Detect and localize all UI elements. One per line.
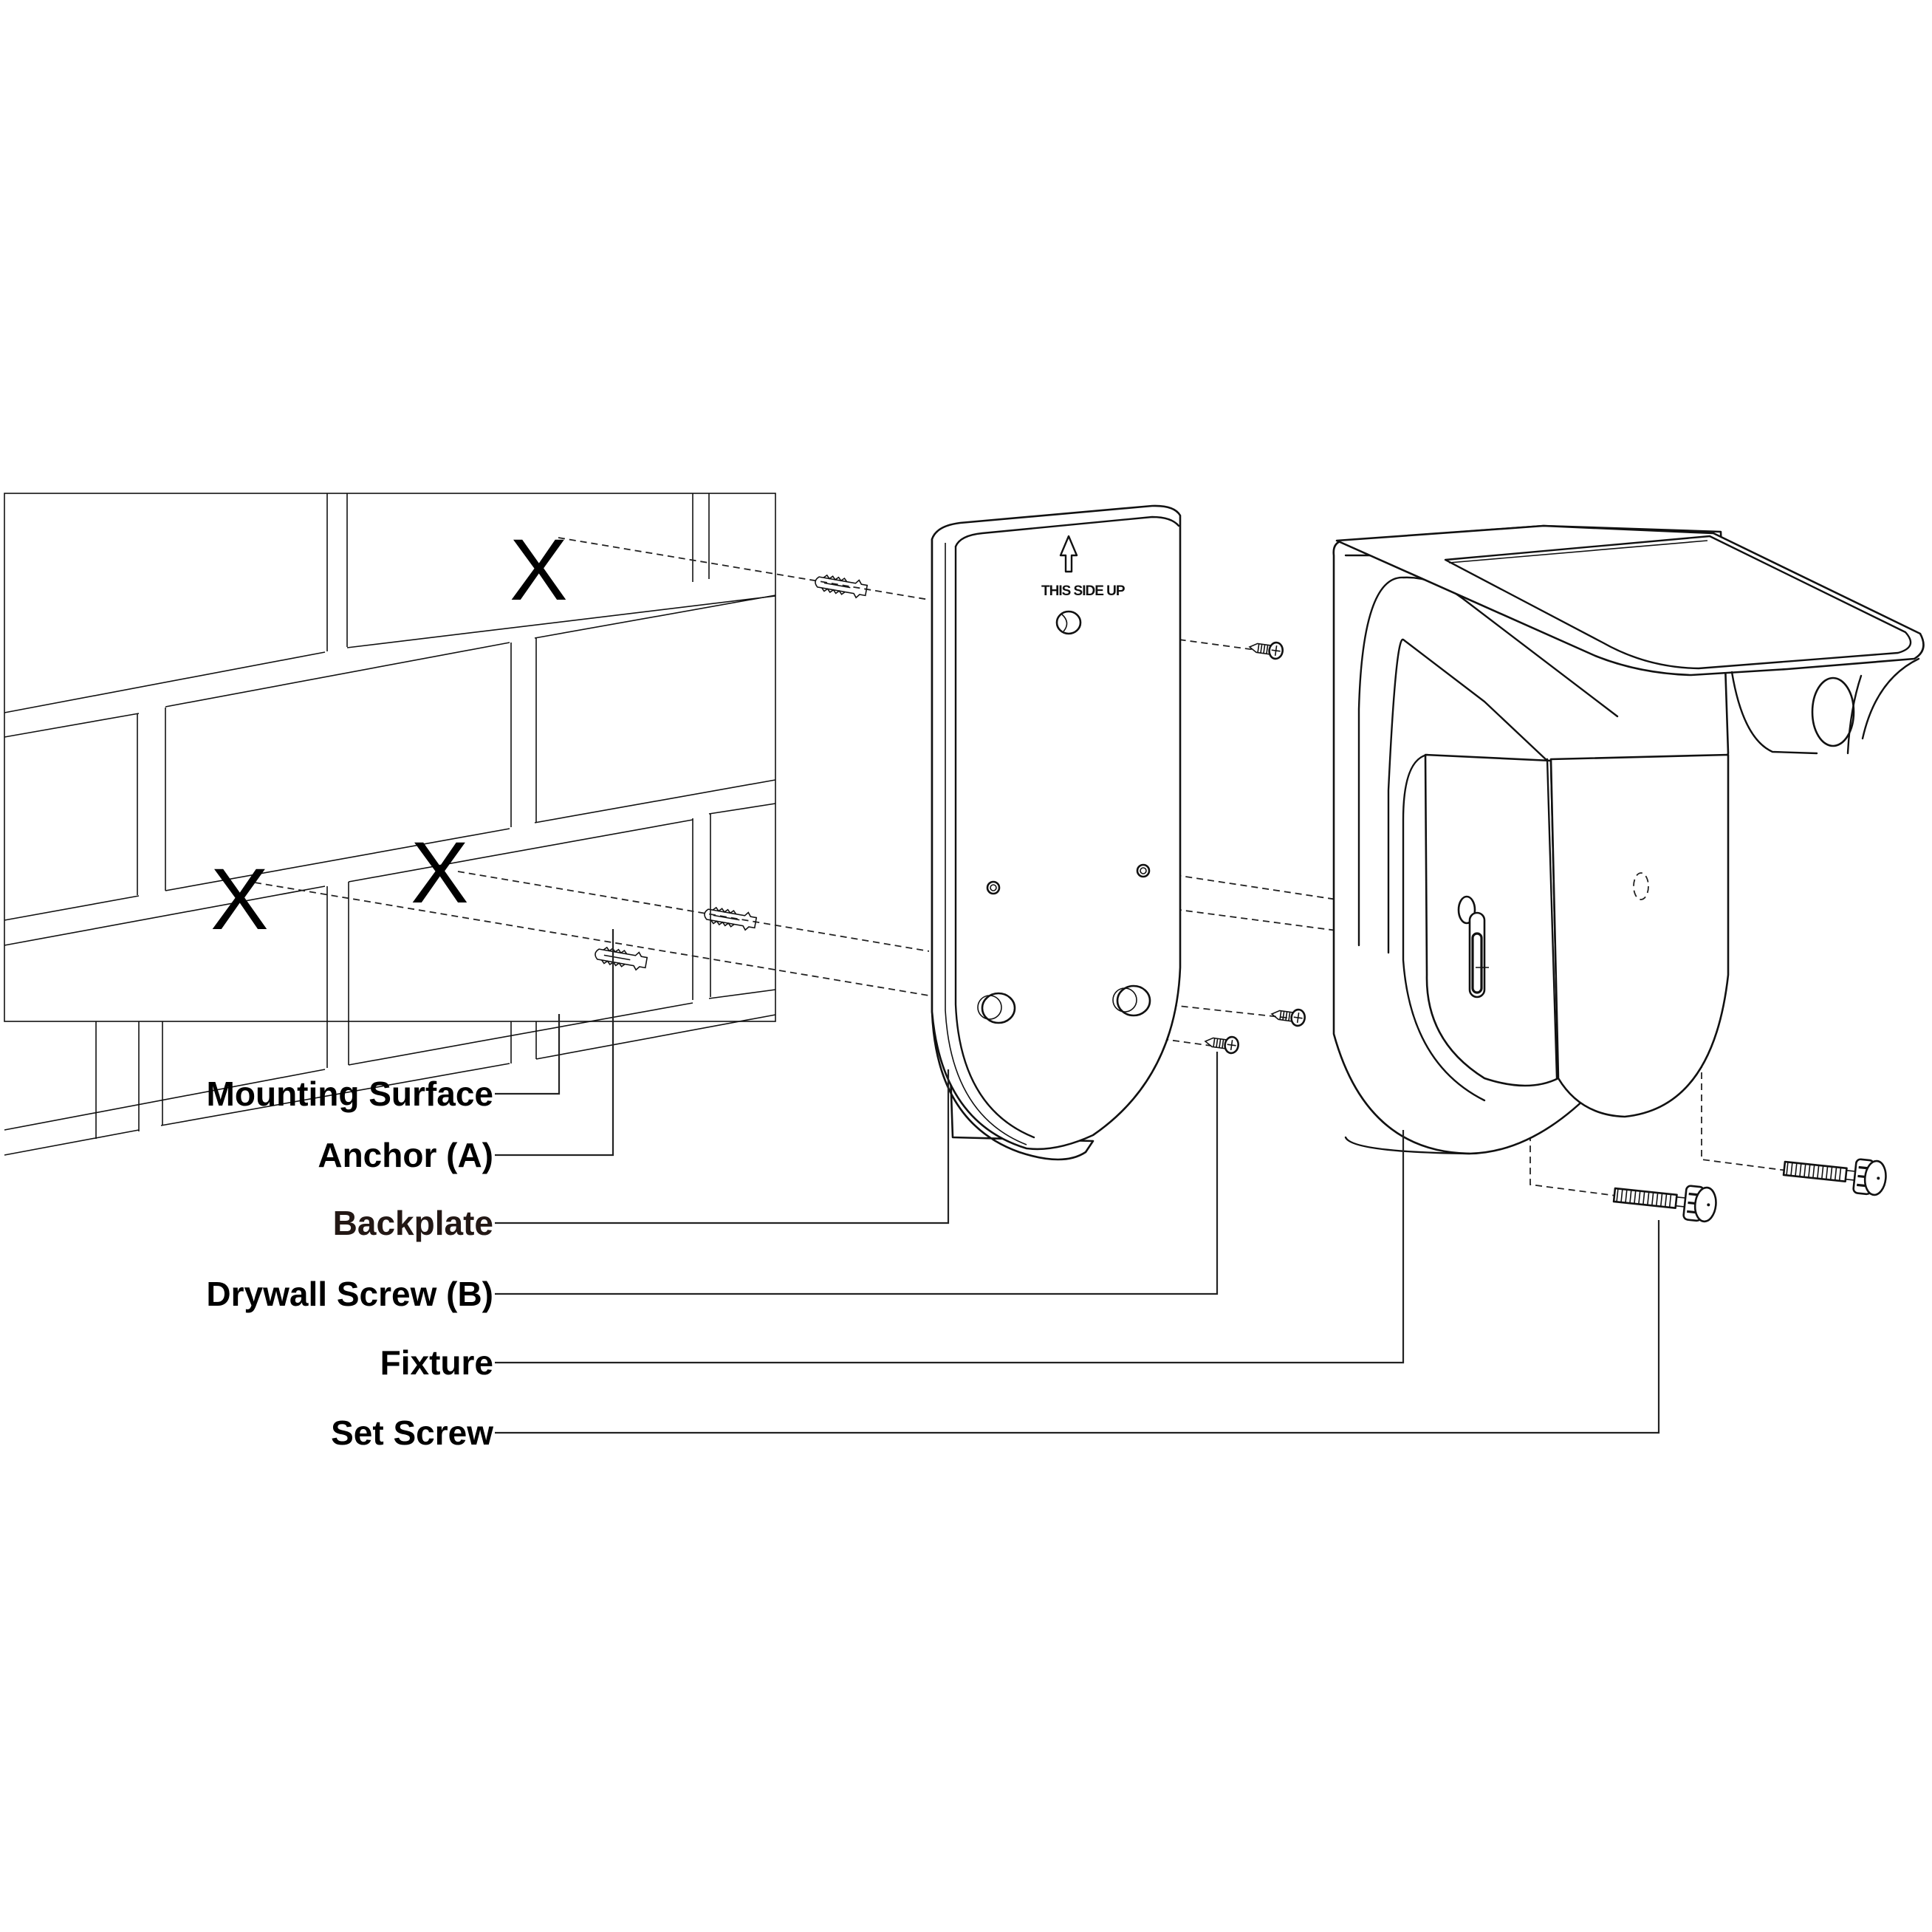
drill-mark-bottom-left: X [210,851,269,948]
drywall-screw-icon [1204,641,1306,1055]
drill-mark-bottom-right: X [411,824,469,922]
keyhole-icon [1055,610,1082,635]
backplate: THIS SIDE UP [931,504,1182,1161]
drill-mark-top: X [510,521,568,619]
up-arrow-icon [1059,535,1078,573]
label-backplate: Backplate [333,1204,493,1242]
motion-sensor-icon [1811,676,1855,747]
mounting-surface-brick-wall: X X X [4,493,776,1156]
fixture [1332,524,1925,1155]
label-set-screw: Set Screw [331,1414,493,1452]
label-mounting-surface: Mounting Surface [207,1075,493,1113]
set-screw-icon [1612,1158,1887,1223]
label-drywall-screw: Drywall Screw (B) [206,1275,493,1313]
leader-lines [495,929,1660,1434]
this-side-up-note: THIS SIDE UP [1041,583,1126,599]
anchor-icon [595,574,869,971]
label-fixture: Fixture [380,1343,493,1382]
part-labels: Mounting Surface Anchor (A) Backplate Dr… [206,1075,493,1452]
label-anchor: Anchor (A) [318,1136,493,1174]
